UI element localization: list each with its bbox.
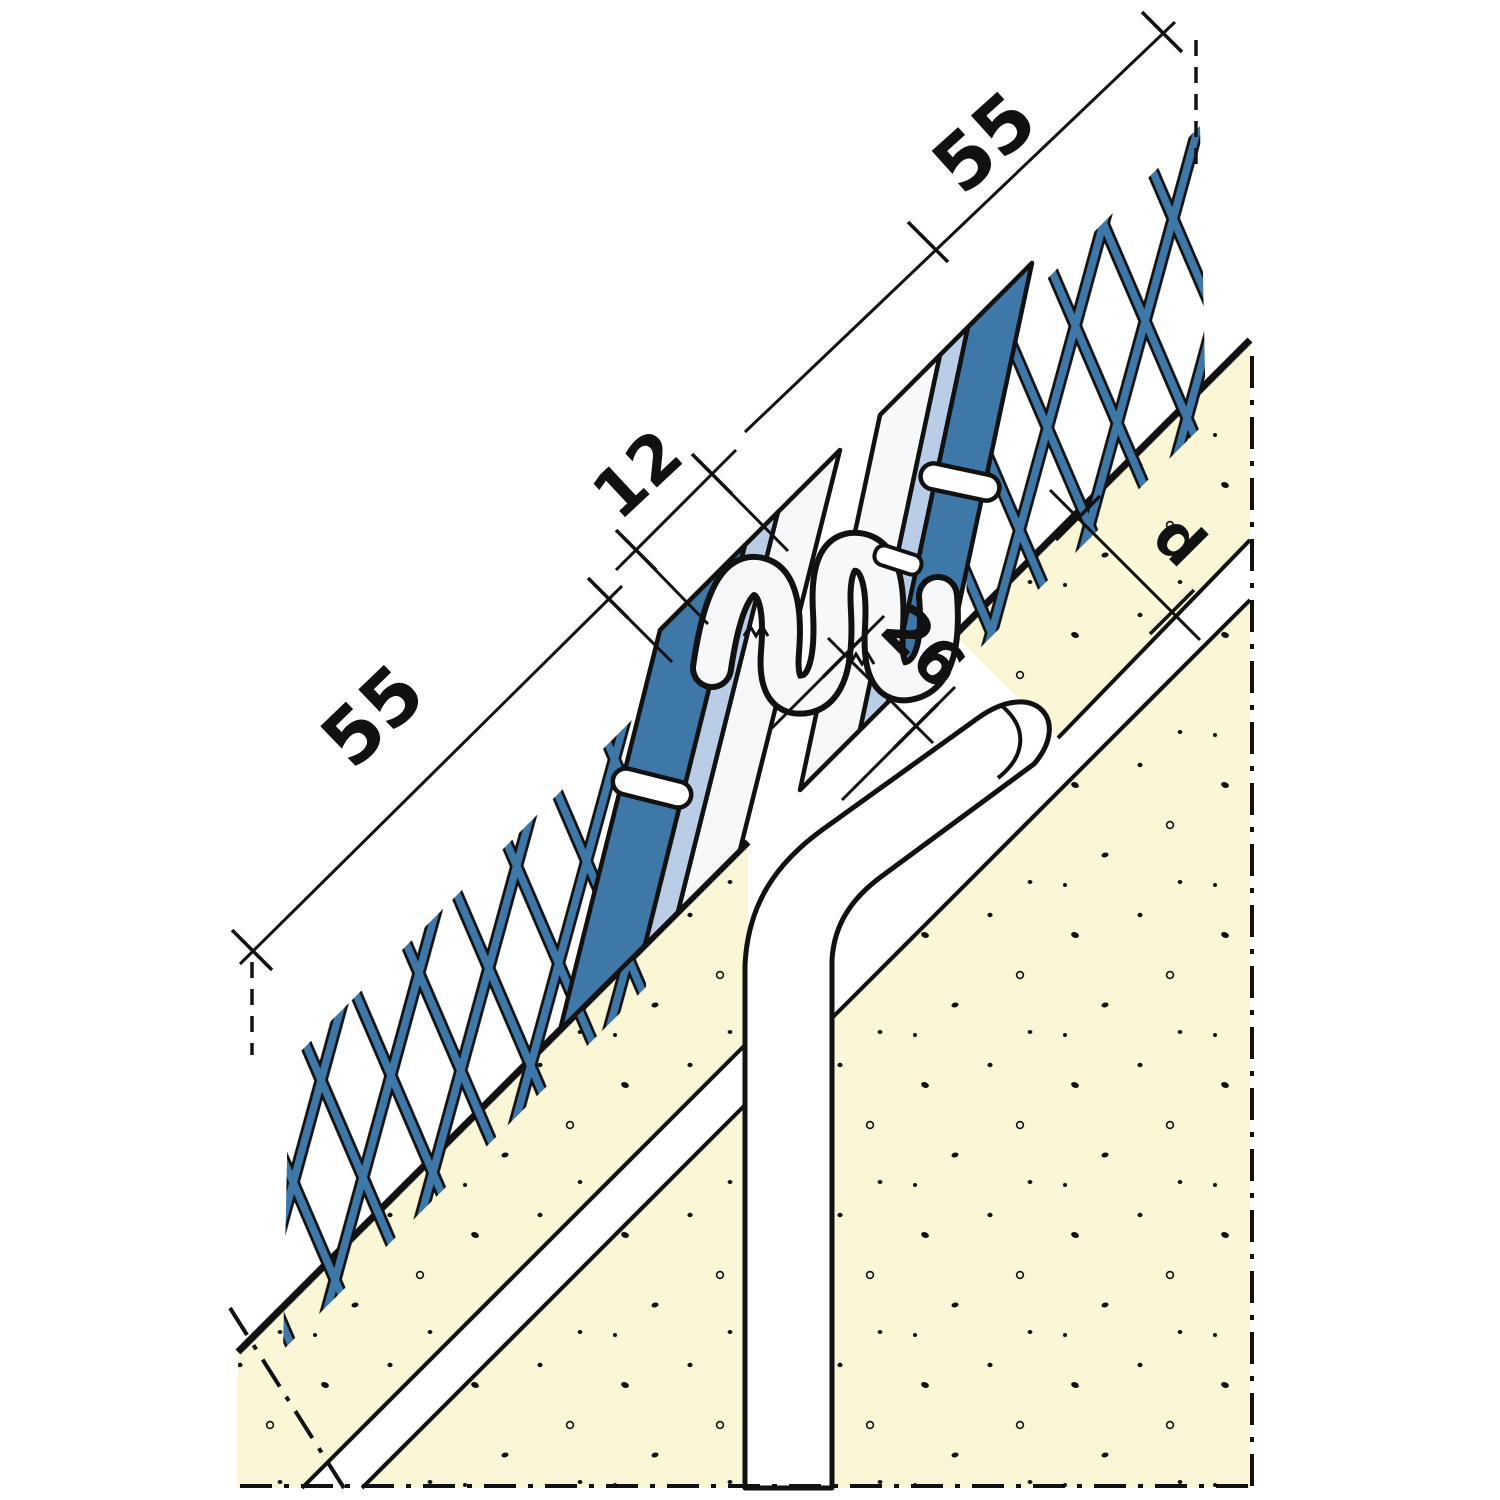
left-plaster-underside-line bbox=[300, 1040, 750, 1490]
backer-rod-body bbox=[742, 699, 1052, 1491]
dim-tick bbox=[821, 631, 869, 679]
dim-tick bbox=[230, 928, 274, 972]
profile-interlock bbox=[690, 529, 961, 717]
left-mesh-wing bbox=[283, 700, 652, 1350]
dim-extension bbox=[606, 596, 674, 664]
dim-tick bbox=[1054, 494, 1102, 542]
interlock-serration bbox=[742, 623, 770, 639]
interlock-body bbox=[696, 535, 955, 711]
left-cut-dashdot bbox=[228, 1306, 346, 1490]
dim-line-right-55 bbox=[743, 20, 1177, 434]
section-boundaries bbox=[228, 40, 1254, 1490]
right-wall-layer bbox=[832, 600, 1250, 1488]
interlock-serration bbox=[848, 651, 876, 667]
left-wall-face-line bbox=[360, 1100, 750, 1490]
backer-rod-end-curve bbox=[996, 704, 1023, 780]
dim-extension bbox=[710, 472, 790, 553]
dim-tick bbox=[1148, 588, 1196, 636]
dim-extension bbox=[634, 548, 710, 626]
dim-line-d bbox=[1048, 488, 1202, 642]
dim-tick bbox=[892, 702, 940, 750]
mesh-wings bbox=[283, 126, 1206, 1350]
dim-tick bbox=[1140, 10, 1184, 54]
right-plaster-underside-line bbox=[1056, 538, 1252, 740]
interlock-slot bbox=[872, 543, 924, 577]
left-profile-slide-face bbox=[675, 447, 843, 915]
right-mesh-wing bbox=[962, 126, 1206, 660]
right-wall-face-line bbox=[830, 598, 1252, 1020]
dim-tick bbox=[906, 220, 950, 264]
right-profile-nail-slot bbox=[918, 461, 1002, 503]
dim-line-left-55 bbox=[238, 584, 624, 966]
joint-filler bbox=[742, 699, 1052, 1491]
left-profile-nail-slot bbox=[610, 766, 694, 810]
